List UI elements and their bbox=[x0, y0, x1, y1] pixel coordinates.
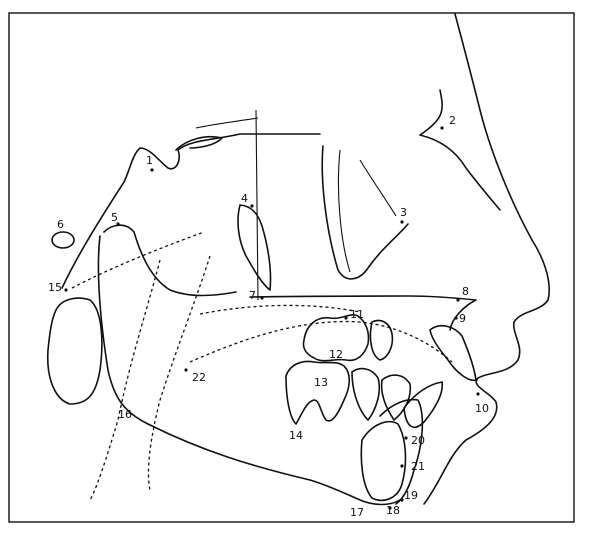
occipital-cervical bbox=[48, 298, 102, 404]
landmark-dots bbox=[64, 126, 479, 509]
occlusal-plane bbox=[190, 322, 452, 362]
landmark-label-12: 12 bbox=[329, 348, 343, 361]
landmark-label-21: 21 bbox=[411, 460, 425, 473]
cranial-base bbox=[62, 134, 320, 288]
figure-frame bbox=[9, 13, 574, 522]
landmark-label-8: 8 bbox=[462, 285, 469, 298]
soft-tissue-profile bbox=[424, 14, 549, 504]
landmark-label-2: 2 bbox=[449, 114, 456, 127]
pterygoid-line bbox=[256, 110, 258, 300]
landmark-label-16: 16 bbox=[118, 408, 132, 421]
premolar-upper bbox=[370, 321, 392, 361]
orbit-rim bbox=[322, 146, 408, 279]
landmark-label-6: 6 bbox=[57, 218, 64, 231]
landmark-label-4: 4 bbox=[241, 192, 248, 205]
landmark-label-17: 17 bbox=[350, 506, 364, 519]
landmark-label-5: 5 bbox=[111, 211, 118, 224]
orbit-floor bbox=[360, 160, 396, 216]
landmark-label-10: 10 bbox=[475, 402, 489, 415]
landmark-label-22: 22 bbox=[192, 371, 206, 384]
symphysis-inner bbox=[361, 422, 405, 501]
orbit-inner bbox=[338, 150, 350, 272]
nasal-bone bbox=[420, 90, 500, 210]
clinoid-line bbox=[196, 118, 258, 128]
landmark-label-3: 3 bbox=[400, 206, 407, 219]
frankfort-to-porion bbox=[72, 232, 204, 288]
landmark-label-18: 18 bbox=[386, 504, 400, 517]
mandibular-canal bbox=[200, 305, 360, 314]
landmark-label-19: 19 bbox=[404, 489, 418, 502]
landmark-label-9: 9 bbox=[459, 312, 466, 325]
landmark-label-7: 7 bbox=[249, 289, 256, 302]
landmark-label-14: 14 bbox=[289, 429, 303, 442]
landmark-label-13: 13 bbox=[314, 376, 328, 389]
landmark-label-15: 15 bbox=[48, 281, 62, 294]
condyle-and-ramus bbox=[104, 225, 236, 295]
canine-lower bbox=[382, 375, 411, 420]
posterior-dashed-1 bbox=[90, 260, 160, 500]
lower-molar bbox=[286, 362, 349, 424]
porion-ring bbox=[52, 232, 74, 248]
landmark-label-1: 1 bbox=[146, 154, 153, 167]
premolar-lower bbox=[352, 369, 379, 420]
landmark-label-11: 11 bbox=[350, 308, 364, 321]
upper-incisor bbox=[430, 326, 476, 381]
pterygoid-fissure bbox=[238, 205, 271, 290]
landmark-label-20: 20 bbox=[411, 434, 425, 447]
